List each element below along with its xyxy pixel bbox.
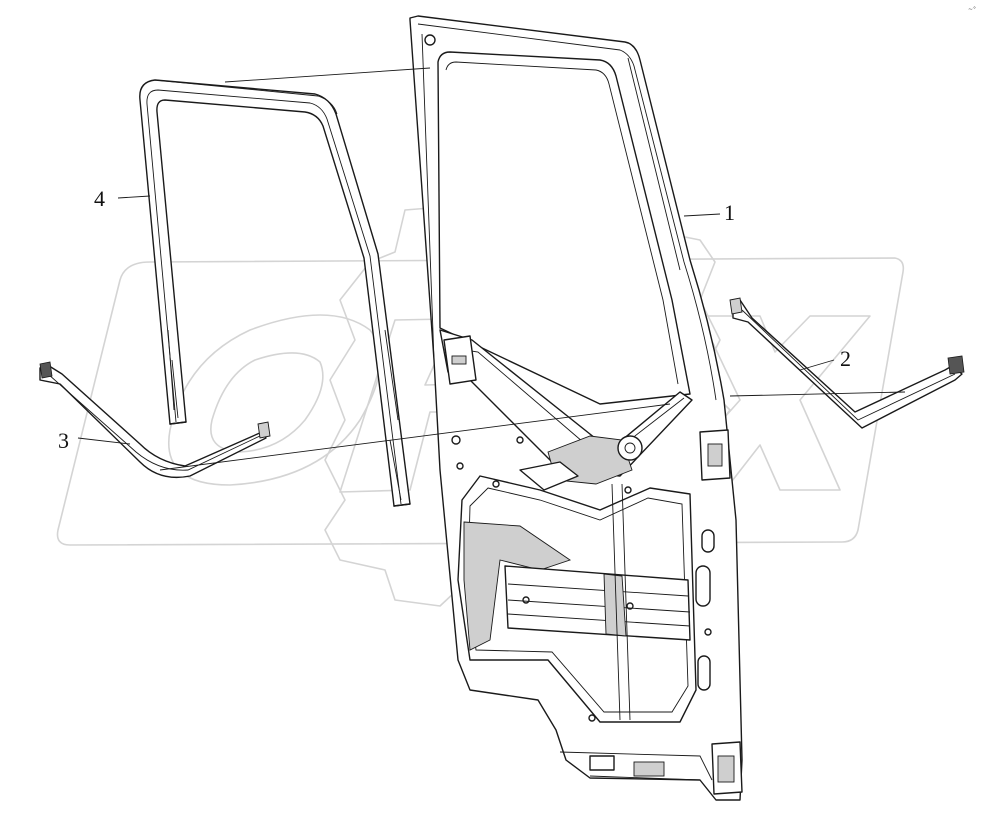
part-2-outer-belt-strip [729, 297, 965, 429]
strip-2-right-clip [947, 355, 965, 375]
channel-right-groove [384, 329, 402, 501]
door-guide-rail [611, 483, 631, 721]
callout-3: 3 [58, 428, 69, 453]
regulator-plate [519, 461, 579, 491]
door-hole-8 [626, 602, 634, 610]
leader-4 [117, 195, 151, 199]
leader-lines [77, 67, 906, 471]
part-4-glass-run-channel [139, 79, 411, 507]
door-side-slot-2 [697, 655, 711, 691]
leader-2 [799, 359, 835, 371]
strip-3-right-clip [257, 421, 271, 439]
regulator-pulley [617, 435, 643, 461]
channel-outer-profile [139, 79, 411, 507]
leader-2-to-door [729, 391, 906, 397]
impact-beam-center-bracket [603, 573, 627, 637]
door-hole-9 [522, 596, 530, 604]
callout-4: 4 [94, 186, 105, 211]
channel-bottom-end-left [169, 421, 187, 425]
door-hole-1 [451, 435, 461, 445]
leader-3-to-door [159, 403, 671, 471]
watermark-plate [56, 257, 905, 546]
corner-mark: ~° [968, 6, 977, 13]
door-hole-7 [588, 714, 596, 722]
door-frame-second-edge [421, 33, 681, 361]
door-hole-6 [624, 486, 632, 494]
strip-2-inner-line [741, 309, 956, 421]
door-side-slot-3 [701, 529, 715, 553]
door-bottom-drain [633, 761, 665, 777]
door-frame-top-hole [424, 34, 436, 46]
door-bottom-flange [559, 751, 713, 781]
channel-left-groove [167, 329, 179, 419]
leader-4-to-door [224, 67, 431, 83]
door-hole-5 [704, 628, 712, 636]
door-side-slot-1 [695, 565, 711, 607]
channel-inner-lip [146, 89, 402, 505]
strip-2-left-clip [729, 297, 743, 315]
impact-beam-rib-1 [507, 583, 689, 597]
door-upper-left-bracket-slot [451, 355, 467, 365]
channel-bottom-end-right [393, 503, 411, 507]
impact-beam-rib-3 [507, 613, 691, 627]
part-3-inner-belt-strip [39, 361, 271, 479]
door-pocket-recess [463, 521, 572, 651]
door-impact-beam [504, 565, 691, 641]
door-frame-outer-edge [417, 23, 717, 401]
leader-1 [683, 213, 721, 217]
strip-3-left-clip [39, 361, 53, 379]
door-lower-hinge-leaf [717, 755, 735, 783]
part-1-door-body [409, 15, 743, 801]
door-window-inner-edge [445, 61, 679, 385]
callout-1: 1 [724, 200, 735, 225]
leader-3 [77, 437, 131, 445]
callout-2: 2 [840, 346, 851, 371]
door-hole-2 [456, 462, 464, 470]
door-window-opening [437, 51, 691, 405]
door-bottom-bracket [589, 755, 615, 771]
regulator-pulley-hub [624, 442, 636, 454]
channel-top-edge [154, 79, 338, 115]
impact-beam-rib-2 [507, 599, 691, 613]
door-latch-striker [707, 443, 723, 467]
door-hole-3 [516, 436, 524, 444]
door-hole-4 [492, 480, 500, 488]
strip-3-inner-line [47, 373, 263, 471]
